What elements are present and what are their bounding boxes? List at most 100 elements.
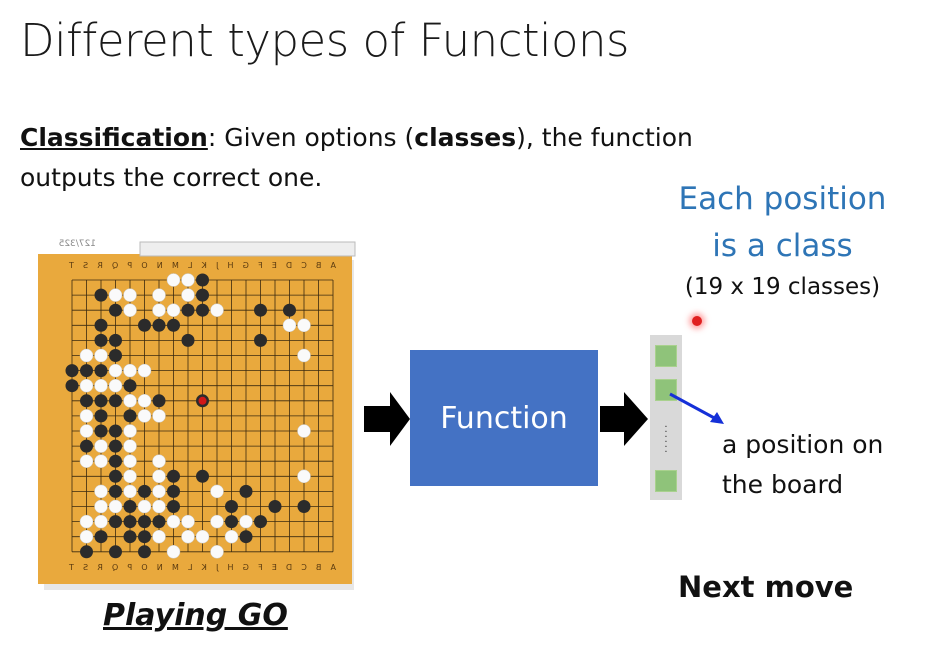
white-stone — [166, 514, 181, 529]
black-stone — [109, 349, 122, 362]
black-stone — [196, 303, 209, 317]
white-stone — [94, 348, 108, 363]
position-line-2: the board — [722, 470, 844, 499]
white-stone — [152, 454, 166, 468]
white-stone — [123, 363, 137, 378]
black-stone — [196, 273, 209, 287]
term-classification: Classification — [20, 123, 208, 152]
white-stone — [79, 514, 94, 529]
black-stone — [123, 530, 137, 544]
black-stone — [254, 515, 267, 529]
each-position-label: Each position is a class — [660, 176, 905, 270]
black-stone — [123, 379, 137, 393]
white-stone — [123, 439, 137, 453]
ellipsis-dots: ······ — [664, 422, 668, 458]
white-stone — [210, 484, 224, 499]
white-stone — [282, 318, 297, 333]
white-stone — [94, 499, 108, 514]
black-stone — [196, 469, 209, 483]
black-stone — [109, 394, 122, 408]
black-stone — [225, 500, 238, 513]
black-stone — [138, 545, 151, 559]
white-stone — [297, 318, 311, 333]
white-stone — [94, 439, 108, 453]
white-stone — [152, 469, 166, 484]
black-stone — [152, 318, 166, 332]
black-stone — [94, 424, 108, 438]
white-stone — [239, 514, 253, 529]
black-stone — [138, 318, 151, 332]
black-stone — [239, 530, 253, 544]
white-stone — [79, 348, 94, 363]
white-stone — [210, 514, 224, 529]
white-stone — [152, 409, 166, 423]
black-stone — [109, 515, 122, 529]
black-stone — [109, 333, 122, 347]
black-stone — [152, 394, 166, 408]
white-stone — [108, 378, 123, 393]
black-stone — [181, 303, 195, 317]
white-stone — [123, 288, 137, 302]
white-stone — [123, 424, 137, 438]
black-stone — [94, 333, 108, 347]
white-stone — [181, 514, 195, 529]
class-cell — [655, 345, 677, 367]
black-stone — [268, 500, 282, 513]
arrow-right-icon — [364, 392, 410, 446]
black-stone — [123, 409, 137, 423]
white-stone — [94, 514, 108, 529]
white-stone — [79, 409, 94, 423]
white-stone — [181, 529, 195, 544]
white-stone — [123, 454, 137, 468]
white-stone — [94, 484, 108, 499]
white-stone — [195, 529, 210, 544]
board-toolbar — [139, 241, 356, 257]
slide-title: Different types of Functions — [20, 14, 630, 67]
white-stone — [210, 545, 224, 559]
black-stone — [254, 333, 267, 347]
black-stone — [123, 515, 137, 529]
white-stone — [108, 288, 123, 302]
black-stone — [94, 409, 108, 423]
black-stone — [109, 484, 122, 498]
laser-pointer-dot — [692, 316, 702, 326]
white-stone — [137, 363, 152, 378]
white-stone — [224, 529, 239, 544]
black-stone — [239, 484, 253, 498]
white-stone — [297, 348, 311, 363]
white-stone — [166, 303, 181, 317]
black-stone — [225, 515, 238, 529]
arrow-right-icon — [600, 392, 648, 446]
black-stone — [94, 318, 108, 332]
white-stone — [79, 378, 94, 393]
black-stone — [167, 484, 180, 498]
white-stone — [137, 409, 152, 423]
black-stone — [167, 318, 180, 332]
white-stone — [123, 484, 137, 499]
classes-count: (19 x 19 classes) — [684, 274, 881, 300]
column-labels-bottom: ABCDEFGHJKLMNOPQRST — [69, 563, 336, 572]
black-stone — [196, 288, 209, 302]
black-stone — [109, 303, 122, 317]
each-line-2: is a class — [712, 228, 853, 264]
white-stone — [79, 454, 94, 468]
column-labels-top: ABCDEFGHJKLMNOPQRST — [69, 261, 336, 270]
function-box: Function — [410, 350, 598, 486]
black-stone — [283, 303, 296, 317]
playing-go-caption: Playing GO — [103, 598, 288, 633]
position-description: a position on the board — [722, 425, 883, 505]
desc-text-2: ), the function outputs the correct one. — [20, 123, 693, 192]
black-stone — [80, 545, 93, 559]
black-stone — [94, 364, 108, 378]
black-stone — [94, 288, 108, 302]
white-stone — [123, 303, 137, 317]
black-stone — [65, 379, 79, 393]
white-stone — [297, 469, 311, 484]
black-stone — [94, 530, 108, 544]
board-counter: 127/325 — [59, 239, 96, 249]
white-stone — [94, 454, 108, 468]
black-stone — [138, 515, 151, 529]
white-stone — [79, 424, 94, 438]
white-stone — [108, 363, 123, 378]
black-stone — [138, 530, 151, 544]
